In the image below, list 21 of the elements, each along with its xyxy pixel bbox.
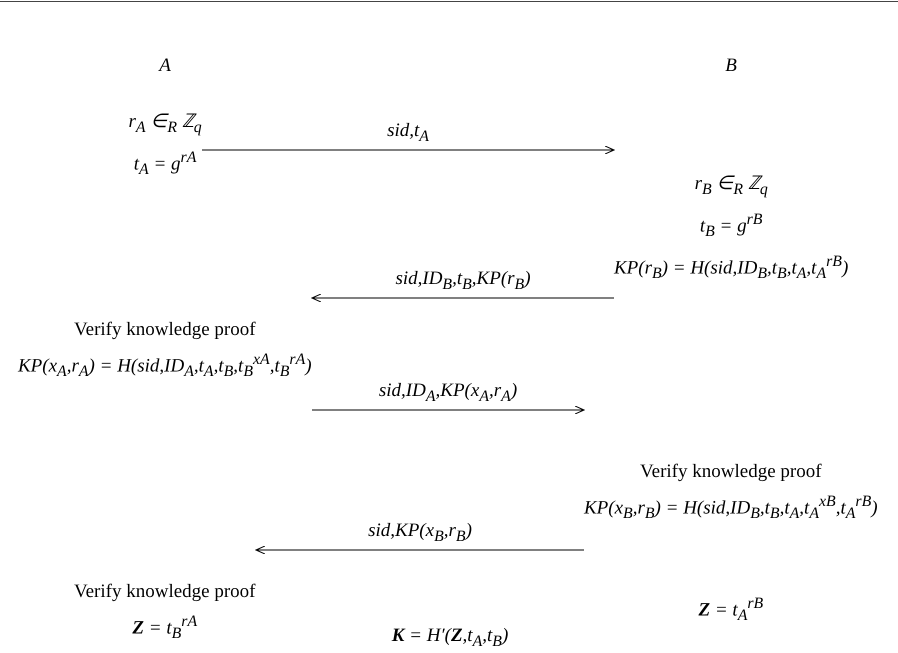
formula: t$_{A}$ = g$^{rA}$ (134, 148, 196, 180)
edge-label: sid,t$_{A}$ (387, 120, 429, 146)
message-arrow (256, 546, 584, 554)
formula: KP(x$_{B}$,r$_{B}$) = H(sid,ID$_{B}$,t$_{B}$,t$_{A}$,t$_{A}$$^{xB}$,t$_{A}$$^{rB}$) (584, 492, 878, 524)
step-text: Verify knowledge proof (74, 580, 256, 604)
step-text: Verify knowledge proof (640, 460, 822, 484)
message-arrow (202, 146, 614, 154)
formula: KP(r$_{B}$) = H(sid,ID$_{B}$,t$_{B}$,t$_{A}$,t$_{A}$$^{rB}$) (614, 252, 848, 284)
edge-label: sid,KP(x$_{B}$,r$_{B}$) (368, 520, 472, 546)
formula: r$_{B}$ ∈$_{R}$ ℤ$_{q}$ (694, 172, 768, 200)
formula: r$_{A}$ ∈$_{R}$ ℤ$_{q}$ (128, 110, 202, 138)
party-label: B (725, 55, 737, 77)
party-label: A (159, 55, 171, 77)
edge-label: sid,ID$_{B}$,t$_{B}$,KP(r$_{B}$) (395, 268, 531, 294)
formula: K = H′(Z,t$_{A}$,t$_{B}$) (392, 625, 508, 651)
message-arrow (312, 294, 614, 302)
edge-label: sid,ID$_{A}$,KP(x$_{A}$,r$_{A}$) (378, 380, 518, 406)
message-arrow (312, 406, 584, 414)
formula: t$_{B}$ = g$^{rB}$ (700, 210, 762, 242)
formula: KP(x$_{A}$,r$_{A}$) = H(sid,ID$_{A}$,t$_{A}$,t$_{B}$,t$_{B}$$^{xA}$,t$_{B}$$^{rA}$) (18, 350, 312, 382)
step-text: Verify knowledge proof (74, 318, 256, 342)
